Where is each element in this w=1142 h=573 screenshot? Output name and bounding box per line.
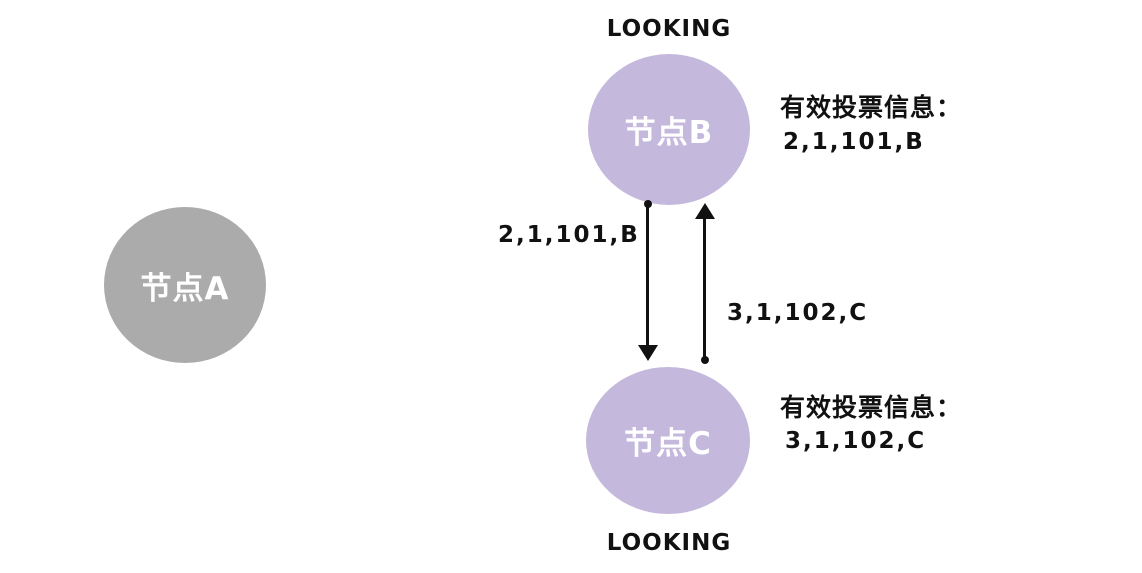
node-c-circle: 节点C xyxy=(586,367,750,514)
edge-c-to-b-label: 3,1,102,C xyxy=(727,300,869,326)
arrow-c-to-b-origin-dot xyxy=(701,356,709,364)
node-b-vote-value: 2,1,101,B xyxy=(783,129,925,155)
arrow-c-to-b-line xyxy=(703,218,706,360)
node-c-state-label: LOOKING xyxy=(606,530,732,556)
node-b-state-label: LOOKING xyxy=(606,16,732,42)
node-b-circle: 节点B xyxy=(588,54,750,205)
node-b-vote-title: 有效投票信息： xyxy=(780,93,963,122)
edge-b-to-c-label: 2,1,101,B xyxy=(498,222,640,248)
arrow-b-to-c-line xyxy=(646,205,649,347)
node-c-vote-value: 3,1,102,C xyxy=(785,428,927,454)
node-a-label: 节点A xyxy=(140,270,230,307)
node-a-circle: 节点A xyxy=(104,207,266,363)
arrowhead-down-icon xyxy=(638,345,658,361)
arrowhead-up-icon xyxy=(695,203,715,219)
node-c-vote-title: 有效投票信息： xyxy=(780,393,963,422)
node-c-label: 节点C xyxy=(624,426,712,462)
node-b-label: 节点B xyxy=(624,115,714,151)
arrow-b-to-c-origin-dot xyxy=(644,200,652,208)
